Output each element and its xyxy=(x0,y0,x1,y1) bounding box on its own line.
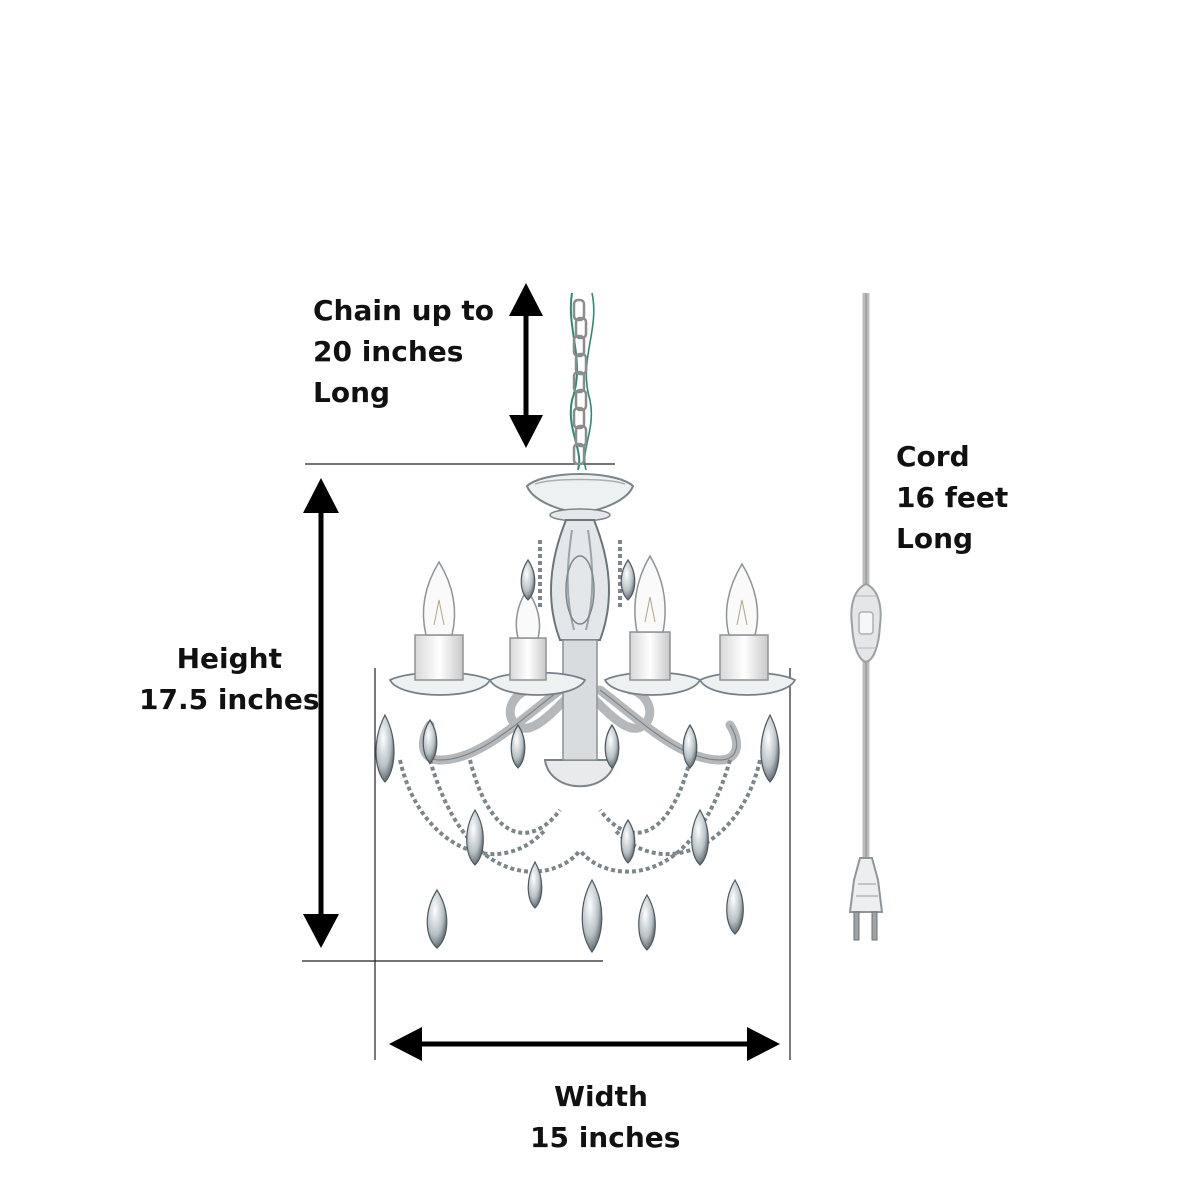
chain-length-arrow xyxy=(509,283,543,448)
hanging-chain xyxy=(569,292,595,471)
height-label-line-1: Height xyxy=(176,642,282,675)
guide-lines xyxy=(302,463,791,1060)
cord-length-label: Cord 16 feet Long xyxy=(896,436,1008,559)
crystal-drops xyxy=(375,558,780,954)
height-arrow xyxy=(303,478,339,948)
cord-label-line-1: Cord xyxy=(896,440,970,473)
chain-label-line-2: 20 inches xyxy=(313,335,464,368)
power-cord xyxy=(848,293,884,941)
height-label-line-2: 17.5 inches xyxy=(139,683,320,716)
height-label: Height 17.5 inches xyxy=(139,638,320,720)
center-stem xyxy=(562,639,598,761)
chain-label-line-3: Long xyxy=(313,376,391,409)
cord-label-line-2: 16 feet xyxy=(896,481,1009,514)
candle-sleeves xyxy=(414,631,769,681)
width-label: Width 15 inches xyxy=(530,1076,681,1158)
chandelier-illustration xyxy=(375,292,797,954)
chain-length-label: Chain up to 20 inches Long xyxy=(313,290,494,413)
width-arrow xyxy=(389,1027,780,1061)
width-label-line-1: Width xyxy=(554,1080,648,1113)
plug-icon xyxy=(848,857,884,941)
crystal-canopy xyxy=(525,473,635,522)
light-bulbs xyxy=(422,554,759,639)
center-column xyxy=(550,519,610,641)
cord-label-line-3: Long xyxy=(896,522,974,555)
center-bowl xyxy=(543,759,617,788)
width-label-line-2: 15 inches xyxy=(530,1121,681,1154)
chain-label-line-1: Chain up to xyxy=(313,294,495,327)
inline-switch-icon xyxy=(850,582,882,664)
